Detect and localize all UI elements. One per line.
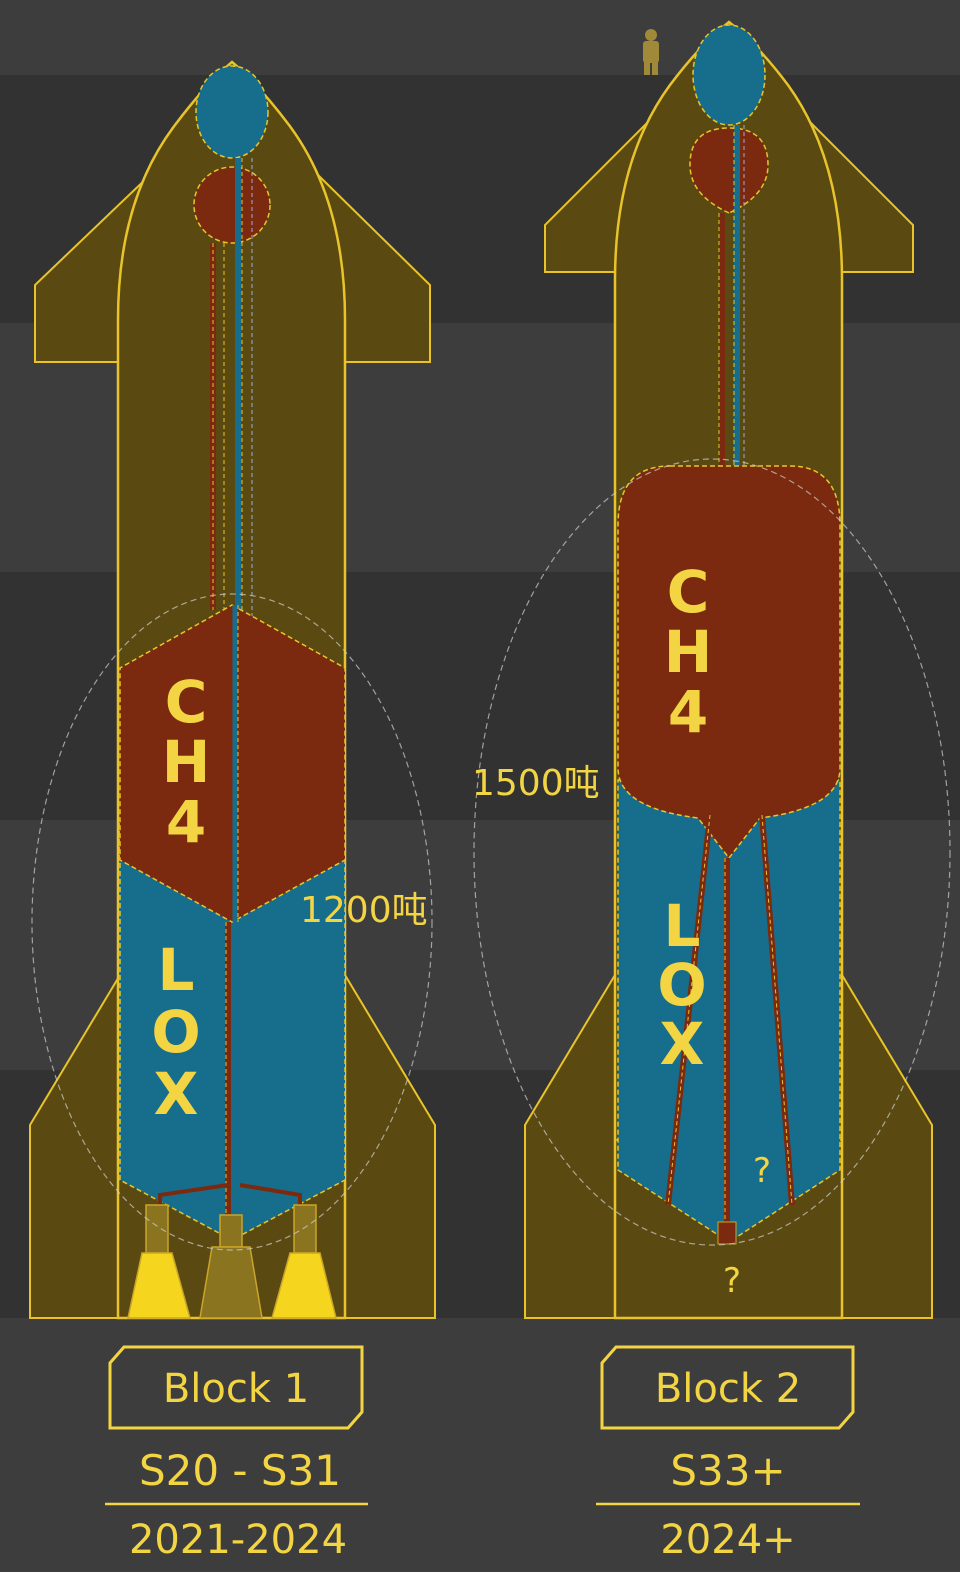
block2-lox-letter: X — [660, 1010, 705, 1078]
block1-ch4-letter: C — [165, 668, 208, 736]
astronaut-figure — [643, 29, 659, 75]
block1-engines — [127, 1204, 337, 1319]
block2-lox-header-tank — [692, 24, 766, 126]
block2-feed-lines — [665, 814, 795, 1245]
block2-lox-letter: O — [657, 951, 706, 1019]
block1-ch4-letter: 4 — [166, 788, 206, 856]
block1-lox-letter: O — [151, 998, 200, 1066]
block2-ch4-main-tank — [617, 465, 841, 860]
block2-ch4-letter: C — [667, 558, 710, 626]
block1-badge-text: Block 1 — [163, 1366, 309, 1412]
block2-badge-text: Block 2 — [655, 1366, 801, 1412]
block1-ch4-letter: H — [162, 728, 211, 796]
block2-propellant-outline — [473, 458, 951, 1246]
block1-lox-letter: L — [158, 936, 195, 1004]
block2-badge — [600, 1345, 855, 1430]
block2-serials: S33+ — [670, 1446, 785, 1495]
block2-unknown-mark: ? — [753, 1151, 771, 1191]
block1-engine-center — [199, 1214, 263, 1319]
block2-unknown-mark: ? — [723, 1261, 741, 1301]
block2-ch4-header-tank — [689, 127, 769, 214]
block1-lox-header-tank — [195, 65, 269, 159]
block1-propellant-outline — [31, 593, 433, 1251]
block2-lox-letter: L — [664, 892, 701, 960]
block2-capacity-label: 1500吨 — [472, 763, 600, 804]
block1-label-group: Block 1 S20 - S31 2021-2024 — [105, 1345, 368, 1563]
block1-badge — [108, 1345, 364, 1430]
block1-lox-letter: X — [154, 1060, 199, 1128]
block1-capacity-label: 1200吨 — [300, 890, 428, 931]
block2-ch4-letter: 4 — [668, 678, 708, 746]
block2-years: 2024+ — [660, 1517, 795, 1563]
block1-engine-left — [127, 1204, 191, 1319]
block1-years: 2021-2024 — [129, 1517, 347, 1563]
block2-ch4-letter: H — [664, 618, 713, 686]
block2-ship: C H 4 L O X 1500吨 ? ? — [472, 20, 951, 1320]
block1-ch4-header-tank — [193, 166, 271, 244]
block1-serials: S20 - S31 — [139, 1446, 341, 1495]
block1-engine-right — [271, 1204, 337, 1319]
block2-label-group: Block 2 S33+ 2024+ — [596, 1345, 860, 1563]
block1-ship: C H 4 L O X 1200吨 — [29, 60, 436, 1320]
